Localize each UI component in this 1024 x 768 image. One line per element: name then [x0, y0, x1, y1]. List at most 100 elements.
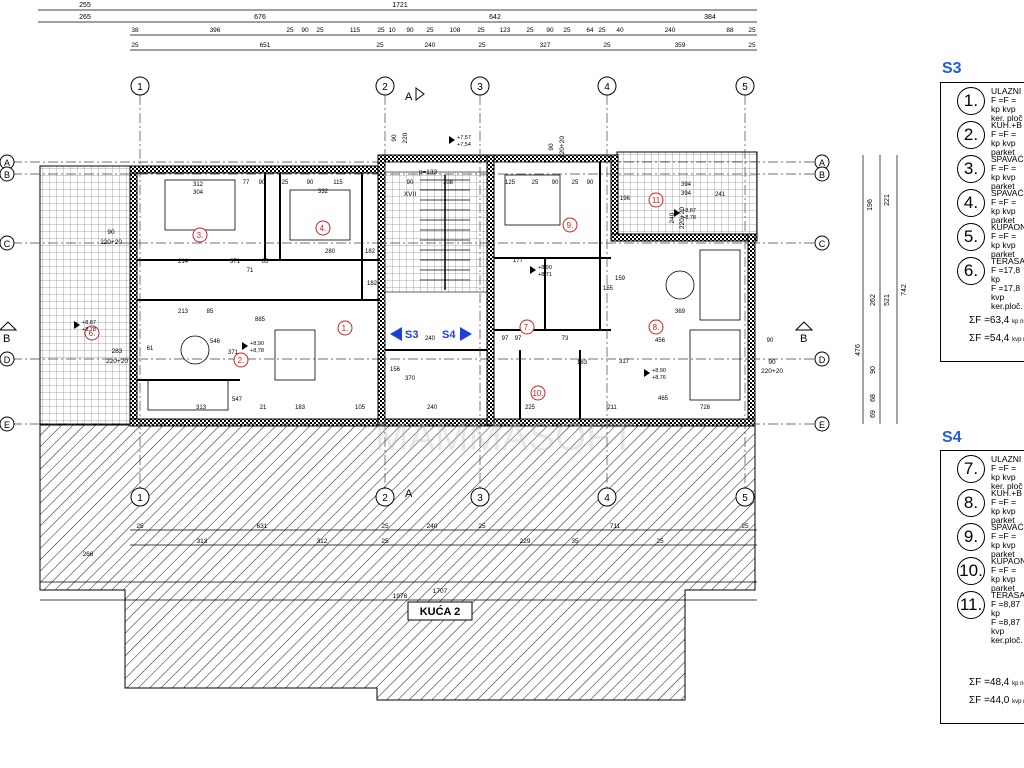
legend-line: TERASA [991, 256, 1024, 266]
legend-line: kp kvp [991, 574, 1016, 584]
svg-text:S3: S3 [405, 329, 418, 341]
axis-lines [12, 95, 820, 490]
dimension-text: 69 [870, 410, 877, 418]
legend-line: SPAVAĆ [991, 188, 1024, 198]
dimension-text: 240 [427, 405, 438, 411]
dimension-text: 214 [178, 259, 189, 265]
dimension-text: 304 [193, 190, 204, 196]
axis-bubble: D [814, 351, 830, 367]
room-number-badge: 8. [957, 489, 985, 517]
dimension-text: 476 [855, 344, 862, 356]
legend-line: F =17,8 [991, 265, 1021, 275]
dimension-text: 25 [526, 27, 534, 34]
dimension-text: 196 [867, 199, 874, 211]
svg-text:A: A [405, 488, 413, 500]
legend-line: KUH.+B [991, 488, 1022, 498]
axis-bubble: 1 [130, 76, 150, 96]
axis-bubble: 2 [375, 76, 395, 96]
dimension-text: 90 [301, 27, 309, 34]
dimension-text: 370 [405, 376, 416, 382]
legend-line: F =F = [991, 95, 1017, 105]
dimension-text: 183 [577, 360, 588, 366]
legend-sum-kvp: ΣF =54,4 kvp neto [969, 333, 1024, 344]
axis-bubble: 4 [597, 487, 617, 507]
room-number-badge: 6. [957, 257, 985, 285]
dimension-text: 213 [178, 309, 189, 315]
svg-text:D: D [4, 355, 11, 365]
dimension-text: 312 [317, 538, 328, 545]
level-marker: +8,87+8,78 [74, 320, 96, 333]
room-number: 3. [192, 227, 208, 243]
dimension-text: 240 [427, 523, 438, 530]
dimension-text: 90 [548, 143, 555, 151]
legend-line: kp kvp [991, 172, 1016, 182]
legend-line: SPAVAĆ [991, 522, 1024, 532]
dimension-text: 183 [295, 405, 306, 411]
dimension-text: 25 [136, 523, 144, 530]
dimension-text: 25 [477, 27, 485, 34]
room-numbers: 3.4.9.116.1.2.7.8.10. [84, 192, 664, 401]
legend-line: ker.ploč. [991, 635, 1023, 645]
section-marker-a-bottom: A [405, 488, 413, 500]
dimension-text: 211 [607, 405, 617, 411]
svg-text:+8,90: +8,90 [250, 341, 264, 347]
legend-line: F =17,8 [991, 283, 1021, 293]
room-number: 6. [84, 325, 100, 341]
dimension-text: 220+20 [106, 358, 128, 365]
section-marker-a-top: A [405, 87, 425, 103]
svg-text:+8,87: +8,87 [682, 208, 696, 214]
ground-hatch [39, 424, 756, 701]
legend-line: F =8,87 [991, 599, 1021, 609]
dimension-text: 123 [500, 27, 511, 34]
dimension-text: 25 [748, 42, 756, 49]
dimension-text: 220+20 [559, 136, 566, 158]
axis-bubble: B [0, 166, 15, 182]
dimension-text: 25 [381, 523, 389, 530]
dimension-text: 90 [768, 359, 776, 366]
dimension-text: 25 [748, 27, 756, 34]
svg-text:5: 5 [742, 82, 748, 93]
legend-line: F =F = [991, 231, 1017, 241]
dimension-text: XVII [404, 191, 416, 198]
legend-line: KUH.+B [991, 120, 1022, 130]
room-number: 4. [315, 220, 331, 236]
dimension-text: 728 [700, 405, 711, 411]
svg-text:S4: S4 [442, 329, 456, 341]
legend-line: parket [991, 515, 1015, 525]
room-number-badge: 2. [957, 121, 985, 149]
dimension-text: 1976 [393, 593, 408, 600]
dimension-text: 369 [675, 309, 686, 315]
svg-text:+8,78: +8,78 [682, 215, 696, 221]
dimension-text: 240 [425, 336, 436, 342]
dimension-text: 25 [282, 180, 289, 186]
dimension-text: 384 [704, 14, 716, 21]
legend-line: F =F = [991, 163, 1017, 173]
svg-text:+8,90: +8,90 [538, 265, 552, 271]
legend-s3-title: S3 [942, 60, 962, 77]
axis-bubble: 2 [375, 487, 395, 507]
svg-text:10.: 10. [532, 389, 543, 398]
dimension-text: 97 [515, 336, 522, 342]
legend-line: kp kvp [991, 206, 1016, 216]
legend-line: F =F = [991, 531, 1017, 541]
legend-line: kp kvp [991, 540, 1016, 550]
legend-line: ULAZNI [991, 454, 1022, 464]
dimension-text: 221 [884, 194, 891, 206]
dimension-text: 182 [367, 281, 378, 287]
dimension-text: 711 [610, 523, 621, 530]
legend-line: TERASA [991, 590, 1024, 600]
dimension-text: 1707 [433, 588, 448, 595]
legend-line: parket [991, 549, 1015, 559]
room-number-badge: 7. [957, 455, 985, 483]
section-marker-b-right: B [794, 321, 814, 345]
dimension-text: 327 [540, 42, 551, 49]
dimension-text: 240 [669, 212, 676, 223]
dimension-text: 371 [228, 350, 239, 356]
svg-text:KUĆA 2: KUĆA 2 [420, 605, 461, 618]
dimension-text: 220+20 [761, 368, 783, 375]
room-number-badge: 4. [957, 189, 985, 217]
